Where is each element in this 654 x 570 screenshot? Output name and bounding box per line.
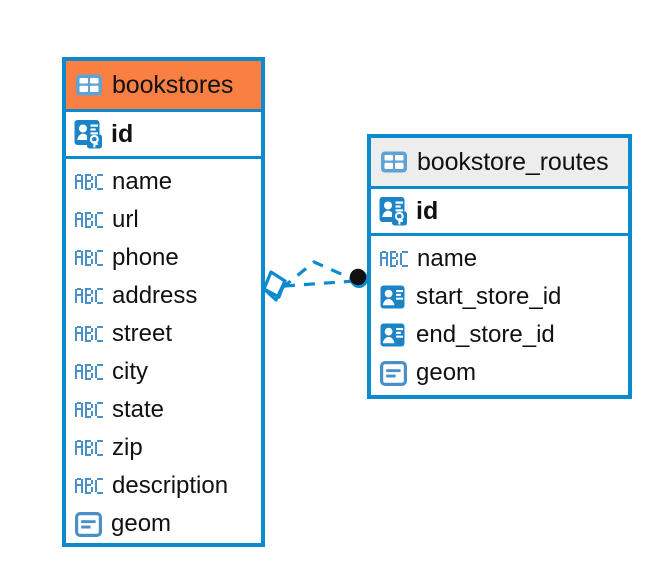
field-label: street <box>112 320 173 347</box>
field-label: name <box>112 168 173 195</box>
primary-key-icon <box>379 196 408 226</box>
relationship-line-upper <box>280 260 358 290</box>
table-icon <box>75 73 103 97</box>
primary-key-label: id <box>416 196 439 225</box>
foreign-key-icon <box>380 323 407 347</box>
field-row[interactable]: phone <box>66 239 261 277</box>
primary-key-label: id <box>111 119 134 148</box>
field-row[interactable]: zip <box>66 429 261 467</box>
field-label: end_store_id <box>416 321 555 348</box>
source-endpoint-marker <box>262 270 287 302</box>
field-row[interactable]: state <box>66 391 261 429</box>
field-row[interactable]: city <box>66 353 261 391</box>
field-label: zip <box>112 434 143 461</box>
abc-text-icon <box>75 364 103 380</box>
field-row[interactable]: name <box>371 240 628 278</box>
abc-text-icon <box>75 212 103 228</box>
relationship-line-lower <box>283 279 356 288</box>
target-endpoint-marker <box>349 268 368 288</box>
field-row[interactable]: description <box>66 467 261 505</box>
entity-table-bookstores[interactable]: bookstores <box>62 57 265 547</box>
field-row[interactable]: geom <box>66 505 261 543</box>
entity-header-bookstore-routes: bookstore_routes <box>371 138 628 186</box>
field-row[interactable]: start_store_id <box>371 278 628 316</box>
table-icon <box>380 150 408 174</box>
field-label: description <box>112 472 229 499</box>
abc-text-icon <box>380 251 408 267</box>
abc-text-icon <box>75 250 103 266</box>
foreign-key-icon <box>380 285 407 309</box>
abc-text-icon <box>75 478 103 494</box>
field-row[interactable]: end_store_id <box>371 316 628 354</box>
field-row[interactable]: url <box>66 201 261 239</box>
abc-text-icon <box>75 174 103 190</box>
field-label: geom <box>111 510 172 537</box>
field-label: name <box>417 245 478 272</box>
primary-key-row[interactable]: id <box>66 109 261 159</box>
abc-text-icon <box>75 402 103 418</box>
field-label: url <box>112 206 139 233</box>
field-row[interactable]: street <box>66 315 261 353</box>
entity-title: bookstores <box>112 70 234 99</box>
field-label: start_store_id <box>416 283 562 310</box>
abc-text-icon <box>75 326 103 342</box>
field-label: city <box>112 358 148 385</box>
entity-table-bookstore-routes[interactable]: bookstore_routes <box>367 134 632 399</box>
entity-title: bookstore_routes <box>417 147 609 176</box>
abc-text-icon <box>75 288 103 304</box>
geometry-icon <box>380 360 407 386</box>
field-label: address <box>112 282 198 309</box>
field-row[interactable]: name <box>66 163 261 201</box>
field-label: state <box>112 396 165 423</box>
field-list-bookstores: name u <box>66 159 261 547</box>
field-label: phone <box>112 244 179 271</box>
field-row[interactable]: geom <box>371 354 628 392</box>
field-label: geom <box>416 359 477 386</box>
field-list-bookstore-routes: name start_store_id <box>371 236 628 396</box>
geometry-icon <box>75 511 102 537</box>
field-row[interactable]: address <box>66 277 261 315</box>
primary-key-icon <box>74 119 103 149</box>
abc-text-icon <box>75 440 103 456</box>
primary-key-row[interactable]: id <box>371 186 628 236</box>
entity-header-bookstores: bookstores <box>66 61 261 109</box>
